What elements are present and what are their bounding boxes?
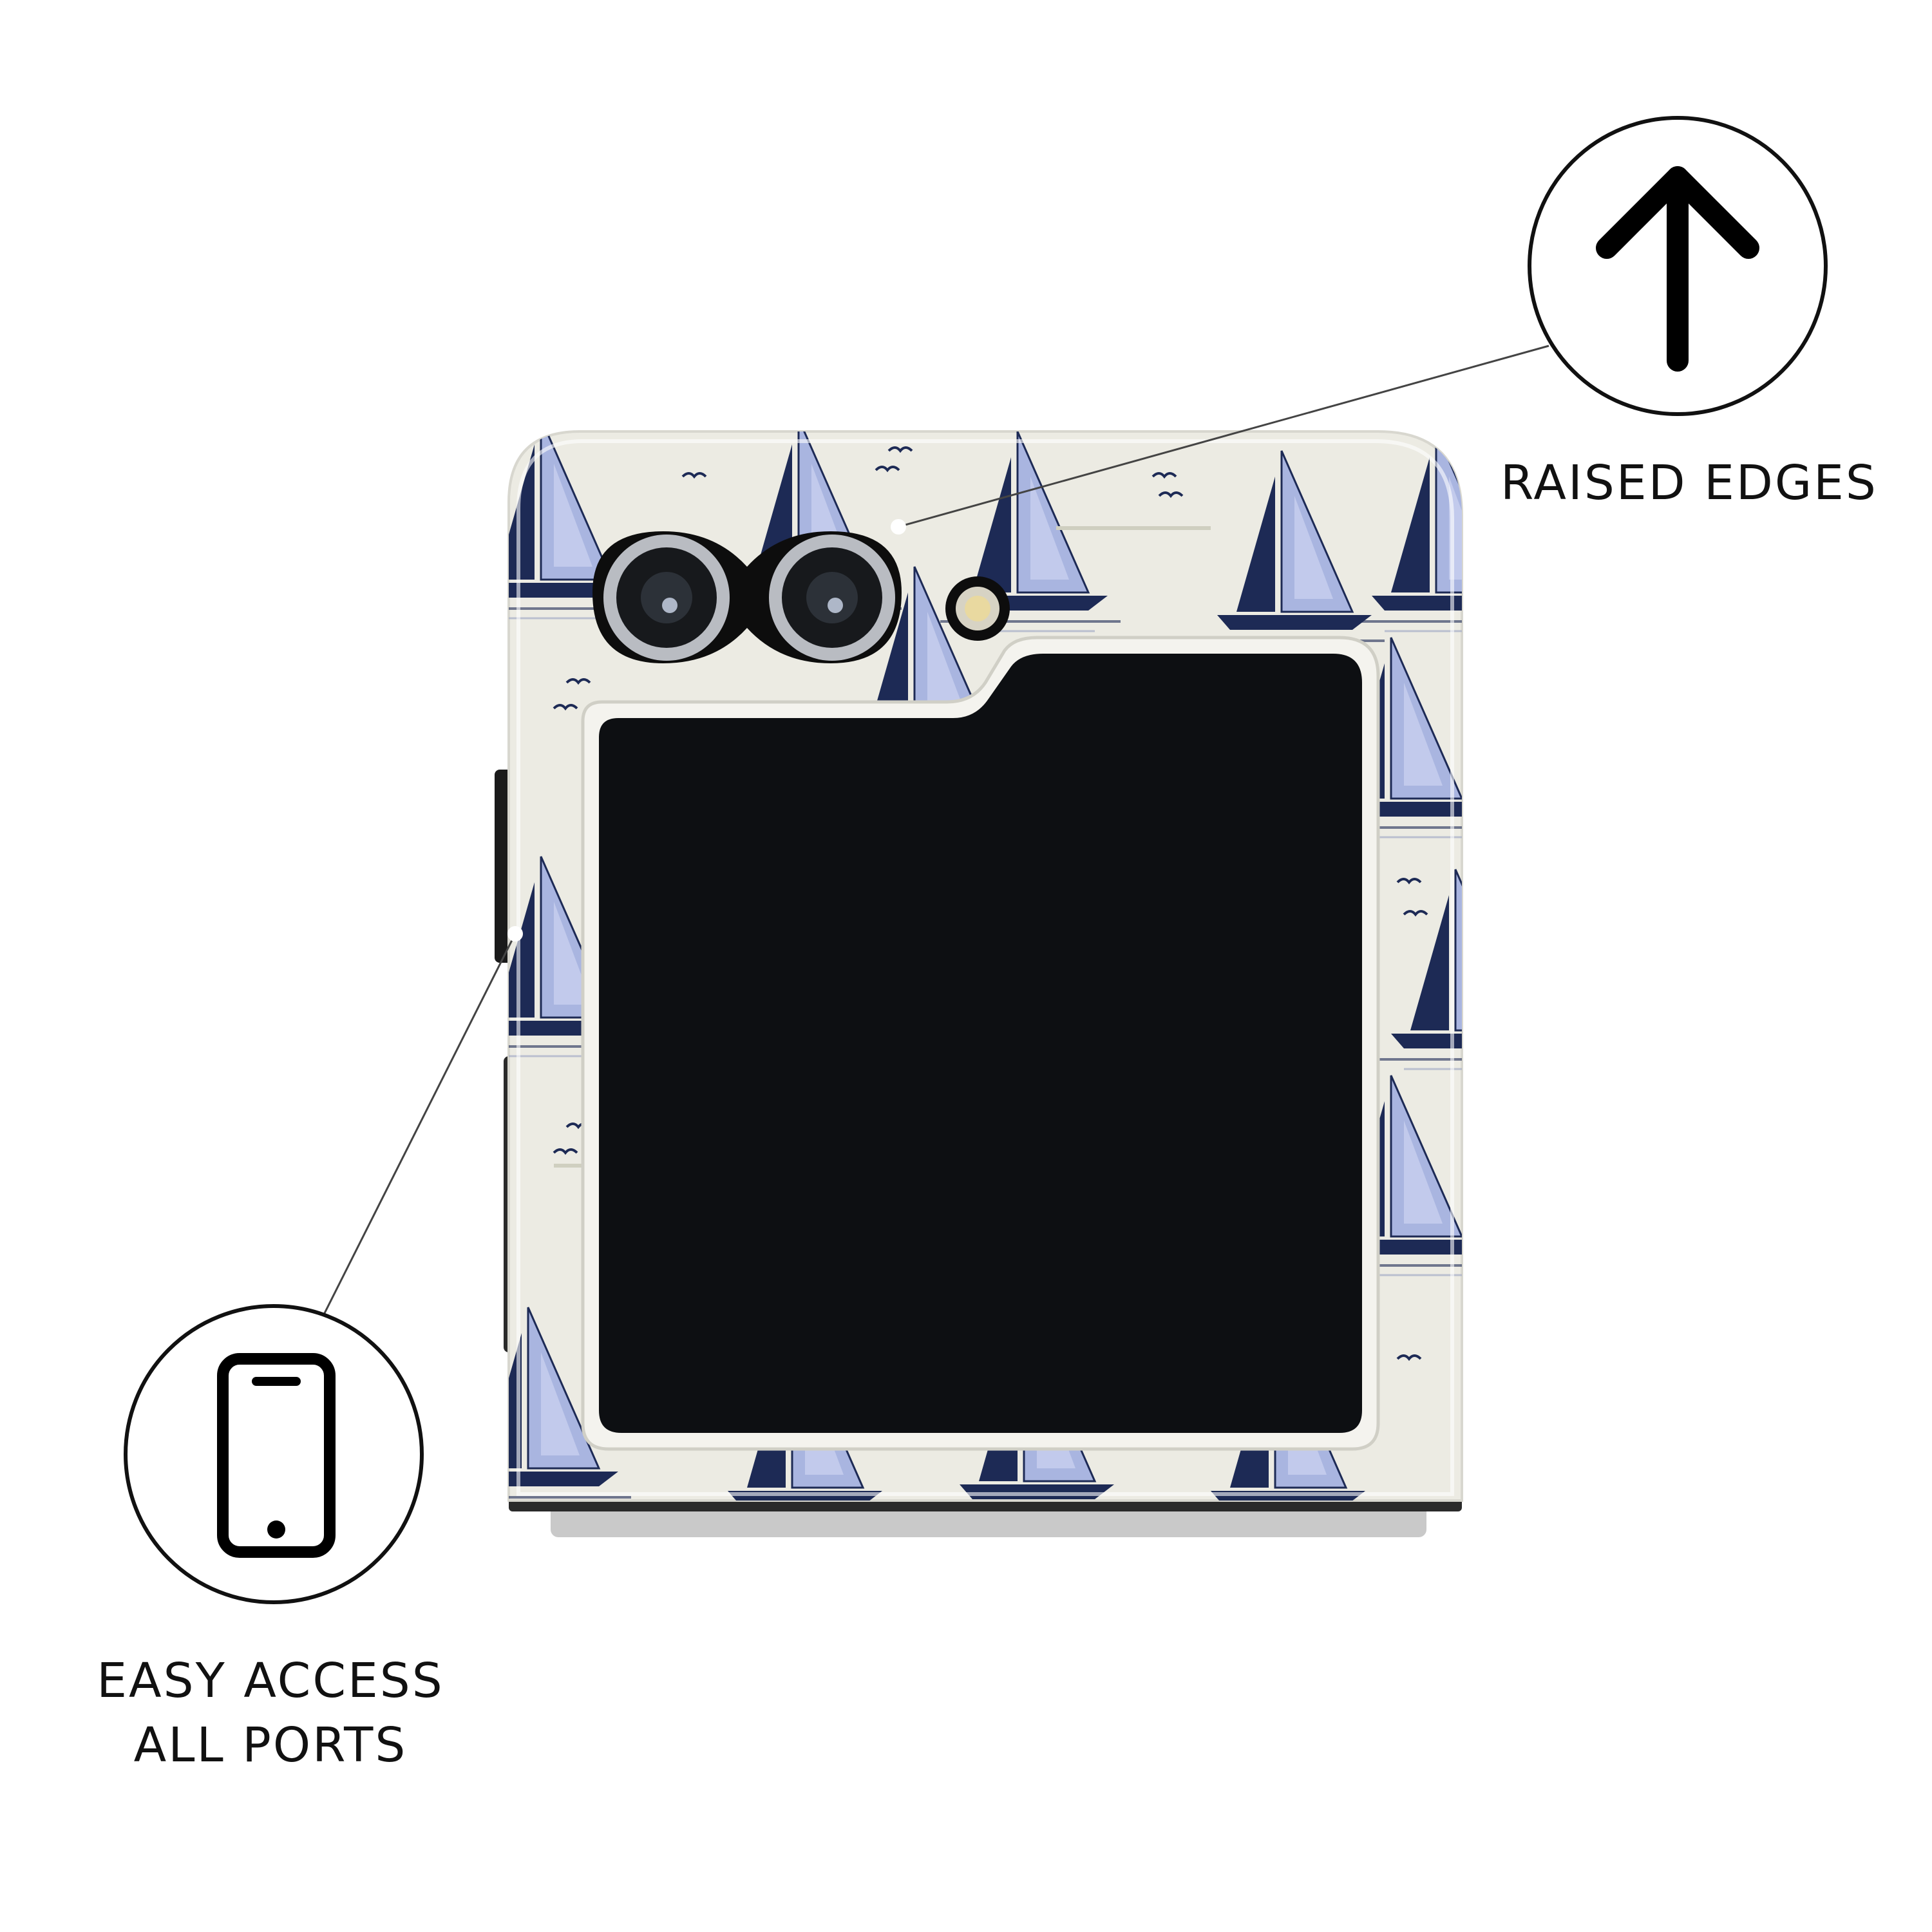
ports-label-line2: ALL PORTS bbox=[133, 1718, 408, 1773]
callout-line-ports bbox=[321, 926, 523, 1319]
hinge bbox=[509, 1497, 1462, 1537]
raised-edges-badge bbox=[1528, 116, 1828, 416]
camera-lens-left bbox=[603, 535, 730, 661]
ports-label: EASY ACCESS ALL PORTS bbox=[90, 1649, 451, 1777]
ports-badge bbox=[124, 1304, 424, 1604]
smartphone-icon bbox=[217, 1353, 336, 1558]
camera-module bbox=[592, 531, 1010, 663]
raised-edges-label: RAISED EDGES bbox=[1501, 455, 1878, 511]
ports-label-line1: EASY ACCESS bbox=[97, 1653, 444, 1709]
camera-lens-right bbox=[769, 535, 895, 661]
flash-icon bbox=[945, 576, 1010, 641]
arrow-up-icon bbox=[1596, 166, 1759, 372]
callout-line-raised-edges bbox=[891, 345, 1549, 535]
cover-screen bbox=[581, 636, 1380, 1451]
